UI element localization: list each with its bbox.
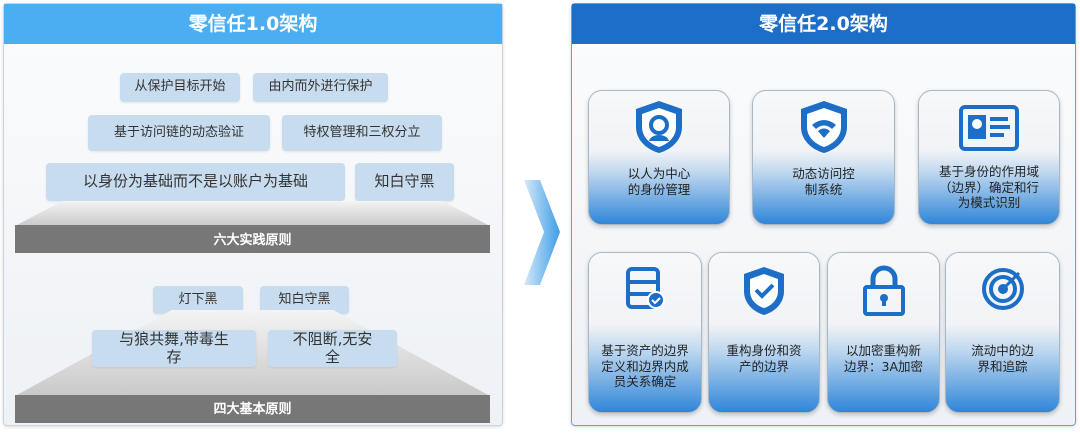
panel-title: 零信任2.0架构 xyxy=(572,4,1075,44)
arrow-right-icon xyxy=(524,180,560,285)
target-icon xyxy=(981,268,1024,310)
server-check-icon xyxy=(626,267,665,309)
basic-item: 灯下黑 xyxy=(153,286,243,314)
basic-item: 知白守黑 xyxy=(260,286,349,314)
shield-wifi-icon xyxy=(800,101,847,153)
card-asset-boundary: 基于资产的边界定义和边界内成员关系确定 xyxy=(588,252,702,413)
shield-check-icon xyxy=(744,267,784,315)
panel-title: 零信任1.0架构 xyxy=(4,4,502,44)
practice-principles-bar: 六大实践原则 xyxy=(15,225,490,253)
practice-item: 由内而外进行保护 xyxy=(253,73,388,102)
practice-item: 基于访问链的动态验证 xyxy=(88,115,270,151)
card-identity-scope: 基于身份的作用域（边界）确定和行为模式识别 xyxy=(918,90,1060,225)
id-card-icon xyxy=(959,105,1019,151)
practice-item: 特权管理和三权分立 xyxy=(282,115,442,151)
card-encryption-boundary: 以加密重构新边界：3A加密 xyxy=(827,252,940,413)
pyramid-step xyxy=(15,201,490,226)
card-flow-tracking: 流动中的边界和追踪 xyxy=(945,252,1060,413)
basic-item: 不阻断,无安全 xyxy=(268,330,397,367)
card-reconstruct-boundary: 重构身份和资产的边界 xyxy=(708,252,820,413)
card-identity-management: 以人为中心的身份管理 xyxy=(588,90,730,225)
shield-user-icon xyxy=(636,101,682,153)
practice-item: 以身份为基础而不是以账户为基础 xyxy=(46,163,345,201)
basic-item: 与狼共舞,带毒生存 xyxy=(92,330,256,367)
basic-principles-bar: 四大基本原则 xyxy=(15,395,490,423)
card-dynamic-access-control: 动态访问控制系统 xyxy=(752,90,895,225)
lock-icon xyxy=(862,265,905,316)
practice-item: 从保护目标开始 xyxy=(120,73,240,102)
practice-item: 知白守黑 xyxy=(355,163,454,201)
